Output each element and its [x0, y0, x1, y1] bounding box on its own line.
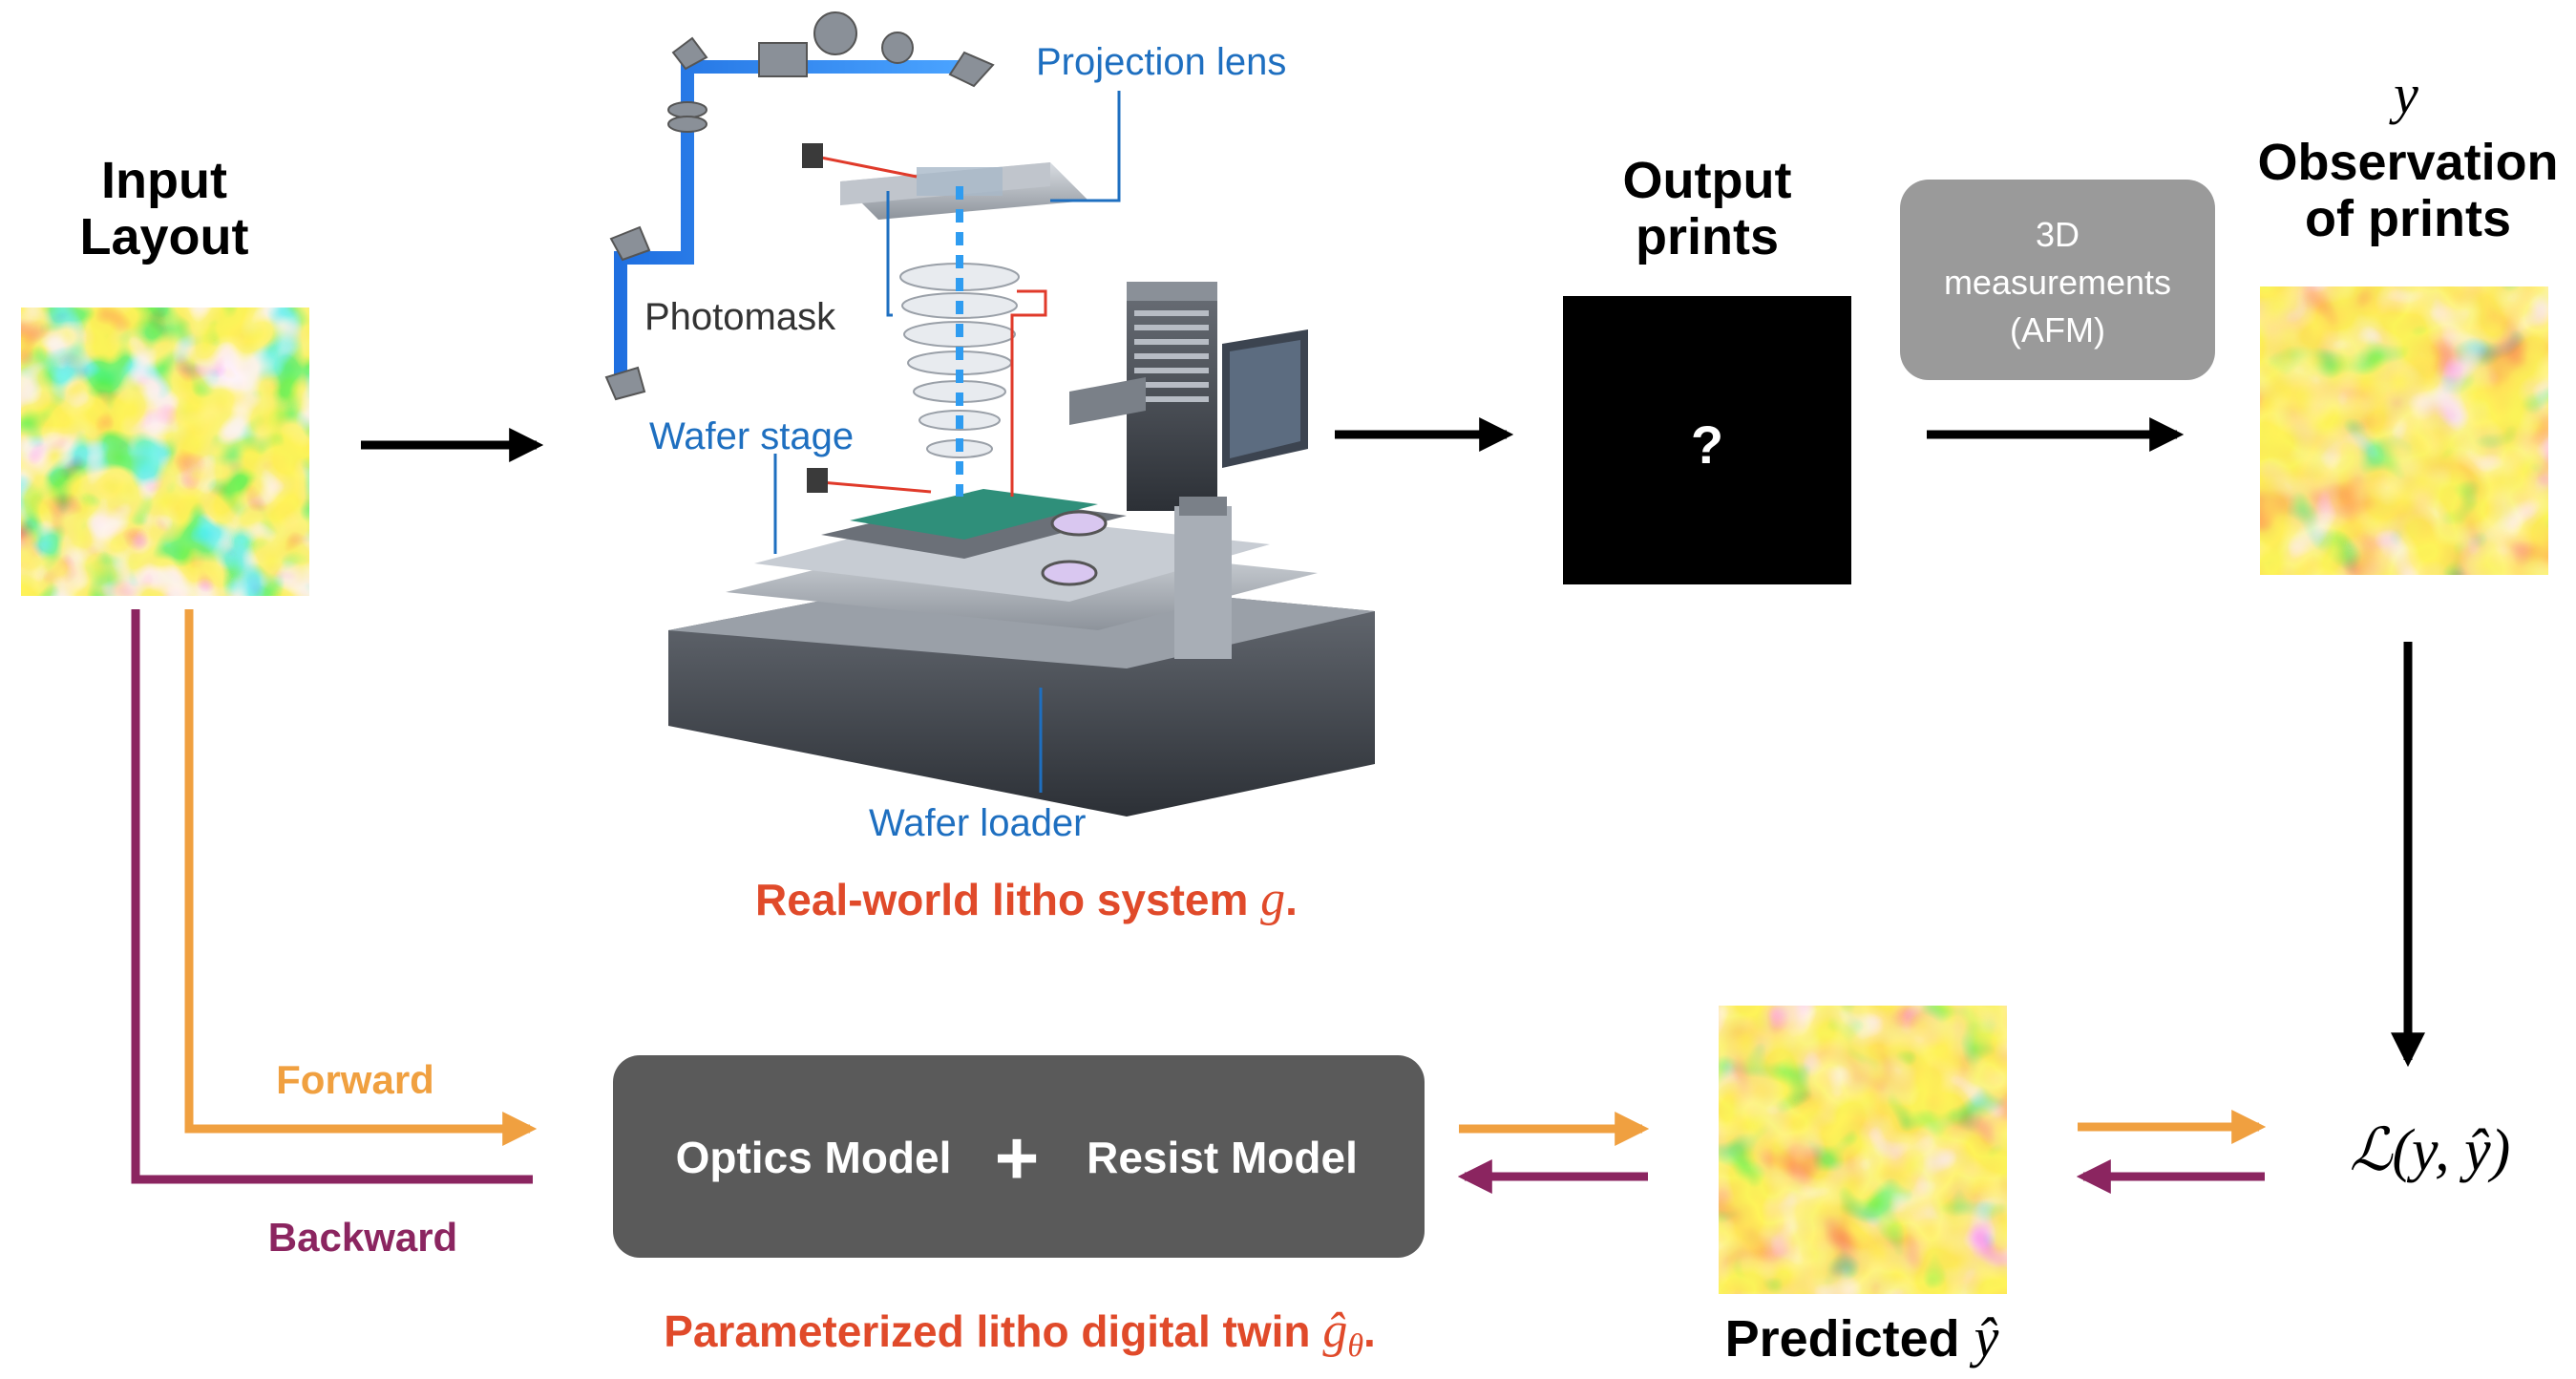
observation-heatmap	[2260, 286, 2548, 575]
optics-model-label: Optics Model	[676, 1133, 952, 1182]
afm-line1: 3D	[2036, 215, 2080, 254]
observation-title-line1: Observation	[2257, 134, 2558, 191]
observation-title-line2: of prints	[2305, 190, 2511, 247]
predicted-label: Predicted ŷ	[1725, 1306, 1999, 1368]
observation-symbol: y	[2389, 63, 2418, 125]
afm-line3: (AFM)	[2010, 310, 2105, 350]
afm-line2: measurements	[1944, 263, 2171, 302]
litho-system-caption: Real-world litho system g.	[755, 872, 1298, 926]
output-unknown-mark: ?	[1691, 414, 1723, 475]
twin-caption-symbol: ĝ	[1322, 1304, 1347, 1358]
digital-twin-box	[613, 1055, 1425, 1258]
twin-caption-subscript: θ	[1347, 1328, 1363, 1364]
input-title-line1: Input	[101, 152, 227, 209]
twin-caption-text: Parameterized litho digital twin	[664, 1306, 1322, 1356]
litho-caption-symbol: g	[1260, 872, 1285, 926]
input-layout-heatmap	[21, 308, 309, 596]
output-title-line2: prints	[1636, 208, 1779, 265]
label-wafer-loader: Wafer loader	[869, 802, 1087, 844]
plus-sign: +	[995, 1115, 1040, 1200]
output-prints-box	[1563, 296, 1851, 584]
backward-path	[131, 609, 533, 1184]
predicted-heatmap	[1719, 1006, 2007, 1294]
afm-measurement-box	[1900, 180, 2215, 380]
forward-path	[184, 609, 538, 1146]
twin-caption-end: .	[1363, 1306, 1376, 1356]
input-title-line2: Layout	[79, 208, 248, 265]
loss-expression: ℒ(y, ŷ)	[2350, 1118, 2511, 1183]
backward-label: Backward	[268, 1215, 457, 1260]
output-title-line1: Output	[1623, 152, 1792, 209]
label-wafer-stage: Wafer stage	[649, 415, 854, 457]
label-projection-lens: Projection lens	[1036, 41, 1286, 83]
predicted-label-symbol: ŷ	[1970, 1306, 1999, 1368]
resist-model-label: Resist Model	[1087, 1133, 1358, 1182]
label-photomask: Photomask	[644, 296, 836, 338]
digital-twin-caption: Parameterized litho digital twin ĝθ.	[664, 1304, 1376, 1364]
predicted-label-text: Predicted	[1725, 1310, 1974, 1368]
litho-caption-end: .	[1285, 875, 1298, 924]
litho-caption-text: Real-world litho system	[755, 875, 1260, 924]
litho-machine-illustration	[604, 11, 1375, 817]
forward-label: Forward	[276, 1057, 434, 1102]
